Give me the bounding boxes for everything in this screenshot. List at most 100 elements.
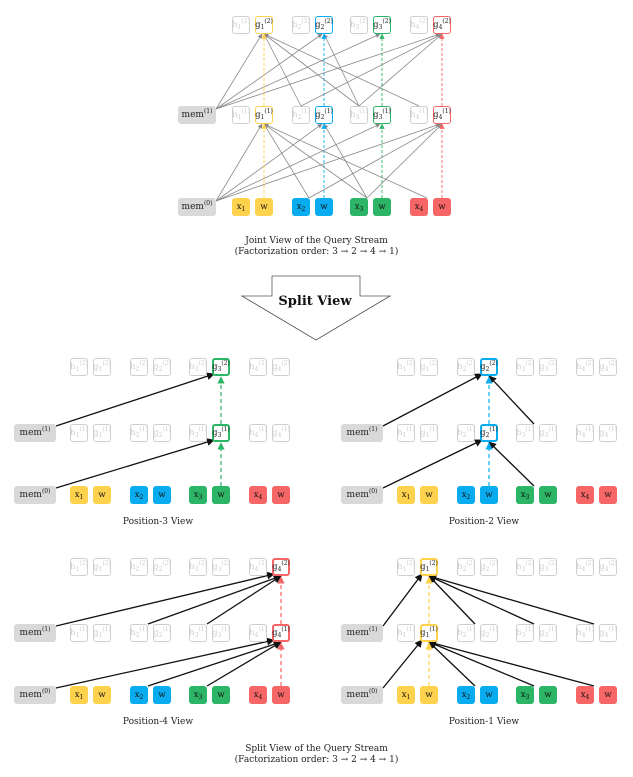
bottom-caption-line1: Split View of the Query Stream bbox=[245, 744, 388, 754]
p3-x2: x2 bbox=[457, 686, 475, 704]
p0-h3-l2: h3(2) bbox=[189, 358, 207, 376]
panel-caption-2: Position-4 View bbox=[122, 717, 194, 727]
p0-w2: w bbox=[153, 486, 171, 504]
p1-h3-l2: h3(2) bbox=[516, 358, 534, 376]
p2-h3-l2: h3(2) bbox=[189, 558, 207, 576]
p2-h2-l1: h2(1) bbox=[130, 624, 148, 642]
joint-edge-4-g1 bbox=[263, 33, 420, 107]
p0-h2-l2: h2(2) bbox=[130, 358, 148, 376]
p0-g3-l2: g3(2) bbox=[212, 358, 230, 376]
p2-g3-l1: g3(1) bbox=[212, 624, 230, 642]
p3-g2-l2: g2(2) bbox=[480, 558, 498, 576]
p0-w1: w bbox=[93, 486, 111, 504]
p1-g4-l2: g4(2) bbox=[599, 358, 617, 376]
p1-g2-l1: g2(1) bbox=[480, 424, 498, 442]
p0-mem0: mem(0) bbox=[14, 486, 56, 504]
p3-g2-l1: g2(1) bbox=[480, 624, 498, 642]
p3-h4-l1: h4(1) bbox=[576, 624, 594, 642]
p3-g1-l1: g1(1) bbox=[420, 624, 438, 642]
p3-g4-l1: g4(1) bbox=[599, 624, 617, 642]
split-view-label: Split View bbox=[278, 294, 352, 309]
p2-h4-l2: h4(2) bbox=[249, 558, 267, 576]
p3-h3-l1: h3(1) bbox=[516, 624, 534, 642]
joint-x2: x2 bbox=[292, 198, 310, 216]
p0-edge-mem1 bbox=[55, 372, 215, 427]
p1-w3: w bbox=[539, 486, 557, 504]
p2-edge-l2-h3 bbox=[206, 575, 282, 625]
joint-h1-l2: h1(2) bbox=[232, 16, 250, 34]
p1-w4: w bbox=[599, 486, 617, 504]
p2-x4: x4 bbox=[249, 686, 267, 704]
p0-x3: x3 bbox=[189, 486, 207, 504]
joint-edge-2-g1 bbox=[263, 33, 302, 107]
joint-w4: w bbox=[433, 198, 451, 216]
joint-edge-mem-g4 bbox=[215, 123, 441, 202]
joint-g3-l2: g3(2) bbox=[373, 16, 391, 34]
p3-h3-l2: h3(2) bbox=[516, 558, 534, 576]
p3-edge-l2-h4 bbox=[428, 574, 595, 625]
p2-x1: x1 bbox=[70, 686, 88, 704]
p1-h2-l2: h2(2) bbox=[457, 358, 475, 376]
p1-h4-l1: h4(1) bbox=[576, 424, 594, 442]
panel-caption-1: Position-2 View bbox=[448, 517, 520, 527]
joint-h4-l2: h4(2) bbox=[410, 16, 428, 34]
p3-edge-mem1 bbox=[382, 573, 423, 627]
joint-edge-mem-g1 bbox=[215, 33, 263, 110]
joint-edge-mem-g3 bbox=[215, 33, 381, 110]
p3-h2-l2: h2(2) bbox=[457, 558, 475, 576]
p3-w3: w bbox=[539, 686, 557, 704]
p2-mem1: mem(1) bbox=[14, 624, 56, 642]
p0-h3-l1: h3(1) bbox=[189, 424, 207, 442]
p2-g1-l2: g1(2) bbox=[93, 558, 111, 576]
p0-x1: x1 bbox=[70, 486, 88, 504]
p1-g2-l2: g2(2) bbox=[480, 358, 498, 376]
p0-g1-l1: g1(1) bbox=[93, 424, 111, 442]
joint-x4: x4 bbox=[410, 198, 428, 216]
p1-x2: x2 bbox=[457, 486, 475, 504]
p3-g3-l1: g3(1) bbox=[539, 624, 557, 642]
p3-w1: w bbox=[420, 686, 438, 704]
joint-edge-mem-g1 bbox=[215, 123, 263, 202]
p1-edge-l1-x3 bbox=[488, 441, 535, 487]
joint-g2-l1: g2(1) bbox=[315, 106, 333, 124]
p3-edge-l2-h3 bbox=[428, 575, 535, 625]
p2-h4-l1: h4(1) bbox=[249, 624, 267, 642]
p0-h4-l2: h4(2) bbox=[249, 358, 267, 376]
p2-g2-l2: g2(2) bbox=[153, 558, 171, 576]
p3-x4: x4 bbox=[576, 686, 594, 704]
joint-edge-2-g4 bbox=[308, 123, 443, 199]
p1-g4-l1: g4(1) bbox=[599, 424, 617, 442]
panel-caption-0: Position-3 View bbox=[122, 517, 194, 527]
p3-w4: w bbox=[599, 686, 617, 704]
joint-edge-mem-g2 bbox=[215, 123, 323, 202]
top-caption-line1: Joint View of the Query Stream bbox=[245, 236, 388, 246]
bottom-caption-line2: (Factorization order: 3 → 2 → 4 → 1) bbox=[234, 755, 399, 765]
p0-g2-l1: g2(1) bbox=[153, 424, 171, 442]
p2-h3-l1: h3(1) bbox=[189, 624, 207, 642]
p0-h4-l1: h4(1) bbox=[249, 424, 267, 442]
p1-edge-l2-h3 bbox=[488, 375, 535, 425]
p0-h1-l1: h1(1) bbox=[70, 424, 88, 442]
p1-h1-l2: h1(2) bbox=[397, 358, 415, 376]
p1-h2-l1: h2(1) bbox=[457, 424, 475, 442]
joint-edge-mem-g2 bbox=[215, 33, 323, 110]
p1-mem0: mem(0) bbox=[341, 486, 383, 504]
joint-mem0: mem(0) bbox=[178, 198, 216, 216]
p2-edge-mem1 bbox=[55, 571, 275, 627]
p3-edge-l2-h2 bbox=[428, 575, 476, 625]
joint-edge-mem-g4 bbox=[215, 33, 441, 110]
joint-w1: w bbox=[255, 198, 273, 216]
p1-w1: w bbox=[420, 486, 438, 504]
p0-h1-l2: h1(2) bbox=[70, 358, 88, 376]
p1-w2: w bbox=[480, 486, 498, 504]
p3-x1: x1 bbox=[397, 686, 415, 704]
top-caption: Joint View of the Query Stream (Factoriz… bbox=[0, 236, 633, 258]
p3-x3: x3 bbox=[516, 686, 534, 704]
p3-h2-l1: h2(1) bbox=[457, 624, 475, 642]
p1-g3-l2: g3(2) bbox=[539, 358, 557, 376]
joint-g4-l2: g4(2) bbox=[433, 16, 451, 34]
p1-mem1: mem(1) bbox=[341, 424, 383, 442]
p2-x2: x2 bbox=[130, 686, 148, 704]
p2-g4-l1: g4(1) bbox=[272, 624, 290, 642]
